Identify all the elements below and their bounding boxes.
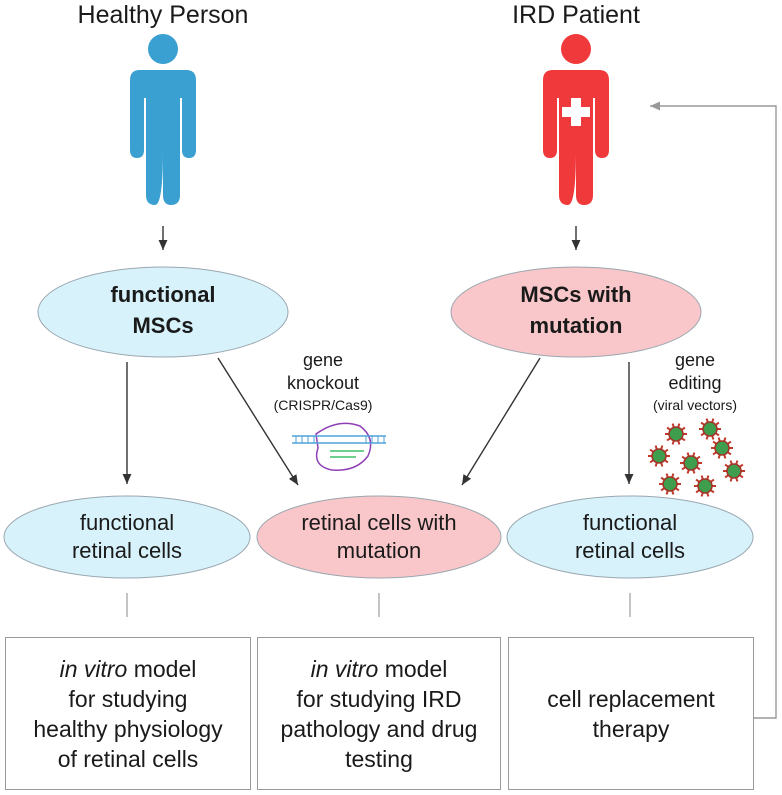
- svg-text:MSCs with: MSCs with: [520, 282, 631, 307]
- svg-text:functional: functional: [80, 510, 174, 535]
- box-right-line-1: cell replacement: [547, 685, 715, 712]
- box-healthy-model: in vitro model for studying healthy phys…: [5, 637, 251, 790]
- title-healthy-person: Healthy Person: [78, 1, 249, 29]
- arrow-knockout: [217, 357, 299, 486]
- patient-cross-icon: [543, 34, 609, 205]
- arrow-feedback-loop: [650, 101, 777, 719]
- svg-text:functional: functional: [583, 510, 677, 535]
- box-left-italic: in vitro: [59, 655, 128, 682]
- arrow-mutation-to-retinal: [461, 357, 541, 486]
- virus-particle: [665, 423, 687, 445]
- annotation-gene-editing: gene editing (viral vectors): [653, 350, 737, 413]
- virus-particle: [680, 452, 702, 474]
- box-center-rest: model: [378, 655, 448, 682]
- person-icon: [130, 34, 196, 205]
- svg-text:retinal cells: retinal cells: [575, 538, 685, 563]
- ellipse-functional-mscs: functional MSCs: [37, 266, 289, 358]
- title-ird-patient: IRD Patient: [512, 1, 640, 29]
- svg-text:retinal cells with: retinal cells with: [301, 510, 456, 535]
- svg-text:editing: editing: [668, 373, 721, 393]
- box-center-line-3: testing: [345, 745, 413, 772]
- virus-particle: [659, 473, 681, 495]
- box-left-line-1: for studying: [68, 685, 188, 712]
- virus-icon: [648, 418, 745, 497]
- svg-text:knockout: knockout: [287, 373, 359, 393]
- box-cell-replacement: cell replacement therapy: [508, 637, 754, 790]
- ellipse-mscs-with-mutation: MSCs with mutation: [450, 266, 702, 358]
- box-left-line-3: of retinal cells: [57, 745, 199, 772]
- virus-particle: [723, 460, 745, 482]
- annotation-gene-knockout: gene knockout (CRISPR/Cas9): [274, 350, 373, 413]
- svg-text:mutation: mutation: [337, 538, 421, 563]
- box-right-line-2: therapy: [592, 715, 670, 742]
- svg-text:gene: gene: [303, 350, 343, 370]
- box-ird-model: in vitro model for studying IRD patholog…: [257, 637, 501, 790]
- svg-text:mutation: mutation: [530, 313, 623, 338]
- ellipse-functional-retinal-cells-left: functional retinal cells: [3, 495, 251, 579]
- box-left-rest: model: [127, 655, 197, 682]
- svg-text:functional: functional: [110, 282, 215, 307]
- ellipse-functional-retinal-cells-right: functional retinal cells: [506, 495, 754, 579]
- virus-particle: [694, 475, 716, 497]
- svg-text:retinal cells: retinal cells: [72, 538, 182, 563]
- ellipse-retinal-cells-with-mutation: retinal cells with mutation: [256, 495, 502, 579]
- box-left-line-2: healthy physiology: [33, 715, 223, 742]
- svg-text:(CRISPR/Cas9): (CRISPR/Cas9): [274, 397, 373, 413]
- box-center-italic: in vitro: [310, 655, 379, 682]
- crispr-dna-icon: [292, 422, 386, 471]
- virus-particle: [711, 437, 733, 459]
- svg-text:(viral vectors): (viral vectors): [653, 397, 737, 413]
- virus-particle: [648, 445, 670, 467]
- svg-text:MSCs: MSCs: [132, 313, 193, 338]
- box-center-line-1: for studying IRD: [296, 685, 462, 712]
- virus-particle: [699, 418, 721, 440]
- svg-text:gene: gene: [675, 350, 715, 370]
- box-center-line-2: pathology and drug: [280, 715, 478, 742]
